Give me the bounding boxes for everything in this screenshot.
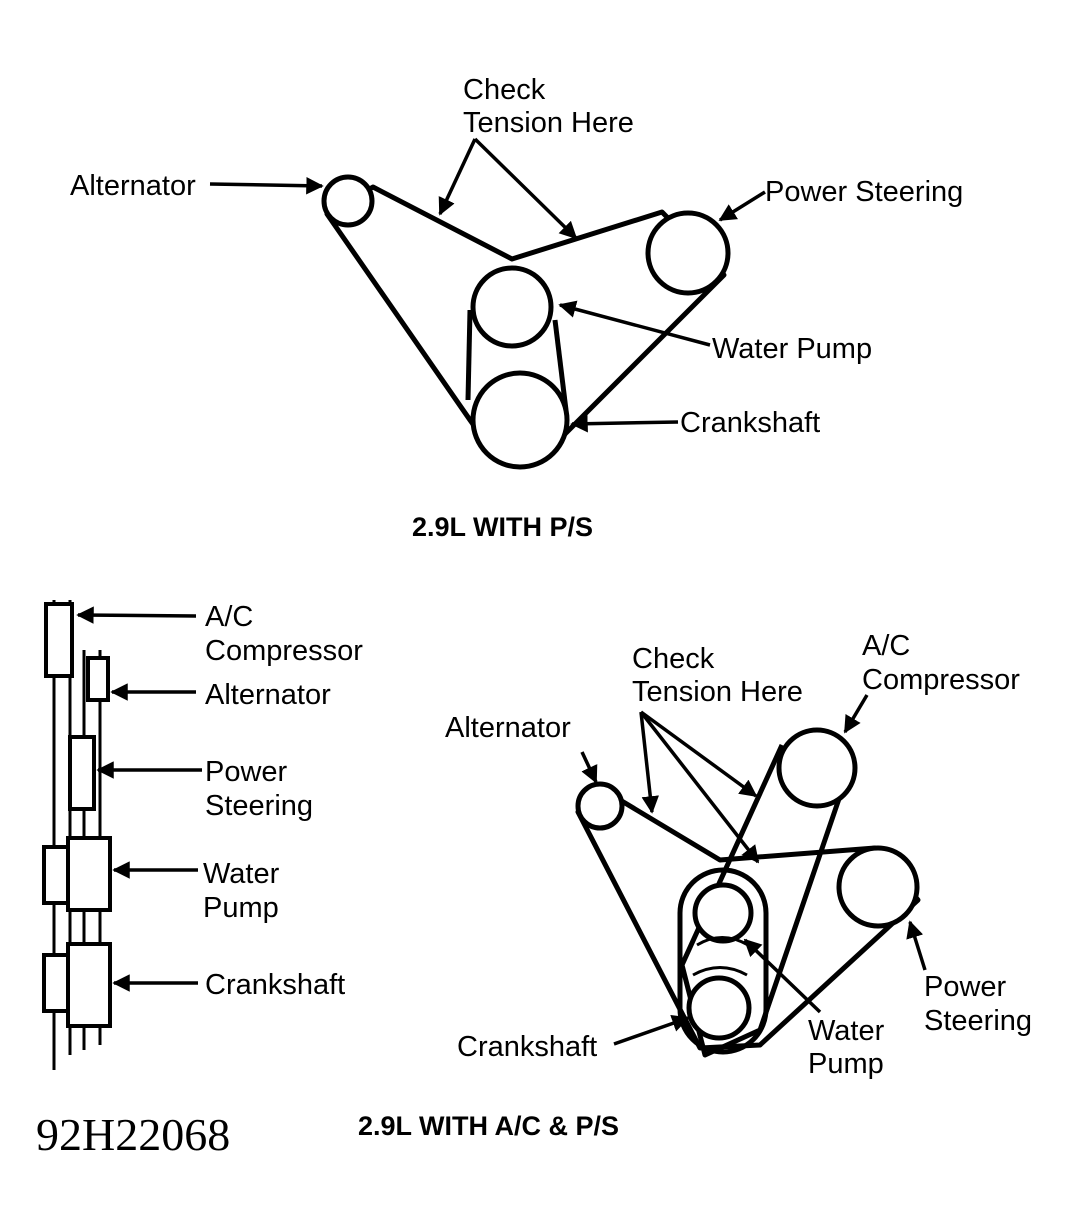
top-water-pump-arrow (558, 300, 711, 347)
bottom-power-steering-arrow (906, 920, 927, 971)
top-water-pump-pulley (470, 265, 554, 349)
bottom-ps-label-1: Power (924, 971, 1007, 1003)
bottom-alternator-label: Alternator (445, 712, 571, 744)
bottom-caption: 2.9L WITH A/C & P/S (358, 1111, 619, 1141)
bottom-water-pump-arrow (743, 938, 822, 1014)
bottom-alternator-arrow (580, 751, 598, 784)
top-check-label-1: Check (463, 74, 546, 106)
side-ps-label-2: Steering (205, 790, 313, 822)
side-ac-label-2: Compressor (205, 635, 363, 667)
bottom-check-arrow-2 (639, 710, 760, 864)
bottom-alternator-pulley (575, 781, 625, 831)
bottom-water-pump-pulley (692, 882, 754, 944)
bottom-ac-compressor-pulley (776, 727, 858, 809)
bottom-ac-label-2: Compressor (862, 664, 1020, 696)
top-crankshaft-arrow (570, 414, 679, 433)
figure-code: 92H22068 (36, 1109, 230, 1160)
bottom-wp-label-2: Pump (808, 1048, 884, 1080)
side-alternator-pulley (86, 656, 110, 702)
top-alternator-pulley (321, 174, 375, 228)
top-check-arrow-right (473, 137, 578, 240)
side-alternator-label: Alternator (205, 679, 331, 711)
side-power-steering-pulley (68, 735, 96, 811)
top-diagram: Alternator Check Tension Here Power Stee… (70, 74, 963, 542)
bottom-crankshaft-label: Crankshaft (457, 1031, 597, 1063)
top-alternator-label: Alternator (70, 170, 196, 202)
bottom-crankshaft-arrow (613, 1014, 690, 1046)
top-crankshaft-pulley (470, 370, 570, 470)
side-water-pump-pulley (66, 836, 112, 912)
top-water-pump-label: Water Pump (712, 333, 872, 365)
top-belt-inner-right (552, 319, 569, 411)
top-check-label-2: Tension Here (463, 107, 634, 139)
bottom-check-arrow-3 (639, 710, 758, 798)
bottom-crankshaft-pulley (686, 975, 752, 1041)
bottom-wp-label-1: Water (808, 1015, 885, 1047)
side-water-pump-hub (42, 845, 72, 905)
side-crankshaft-label: Crankshaft (205, 969, 345, 1001)
top-power-steering-label: Power Steering (765, 176, 963, 208)
top-power-steering-pulley (645, 210, 731, 296)
bottom-diagram: Alternator Check Tension Here A/C Compre… (358, 630, 1032, 1141)
top-power-steering-arrow (718, 190, 766, 222)
bottom-check-label-2: Tension Here (632, 676, 803, 708)
top-belt-inner-left (465, 309, 473, 401)
bottom-crank-rim (692, 966, 748, 977)
bottom-ac-label-1: A/C (862, 630, 910, 662)
top-alternator-arrow (209, 176, 324, 195)
bottom-ps-label-2: Steering (924, 1005, 1032, 1037)
bottom-power-steering-pulley (836, 845, 920, 929)
side-ac-label-1: A/C (205, 601, 253, 633)
bottom-wp-rim (696, 936, 749, 947)
side-crankshaft-pulley (66, 942, 112, 1028)
bottom-ac-arrow (843, 694, 869, 734)
top-caption: 2.9L WITH P/S (412, 512, 593, 542)
side-ac-compressor-pulley (44, 602, 74, 678)
side-ps-label-1: Power (205, 756, 288, 788)
side-wp-label-1: Water (203, 858, 280, 890)
side-ac-arrow (76, 606, 197, 624)
bottom-check-arrow-1 (639, 711, 659, 814)
top-crankshaft-label: Crankshaft (680, 407, 820, 439)
side-view-diagram: A/C Compressor Alternator Power Steering… (42, 600, 363, 1070)
bottom-check-label-1: Check (632, 643, 715, 675)
top-check-arrow-left (438, 138, 477, 216)
side-wp-label-2: Pump (203, 892, 279, 924)
